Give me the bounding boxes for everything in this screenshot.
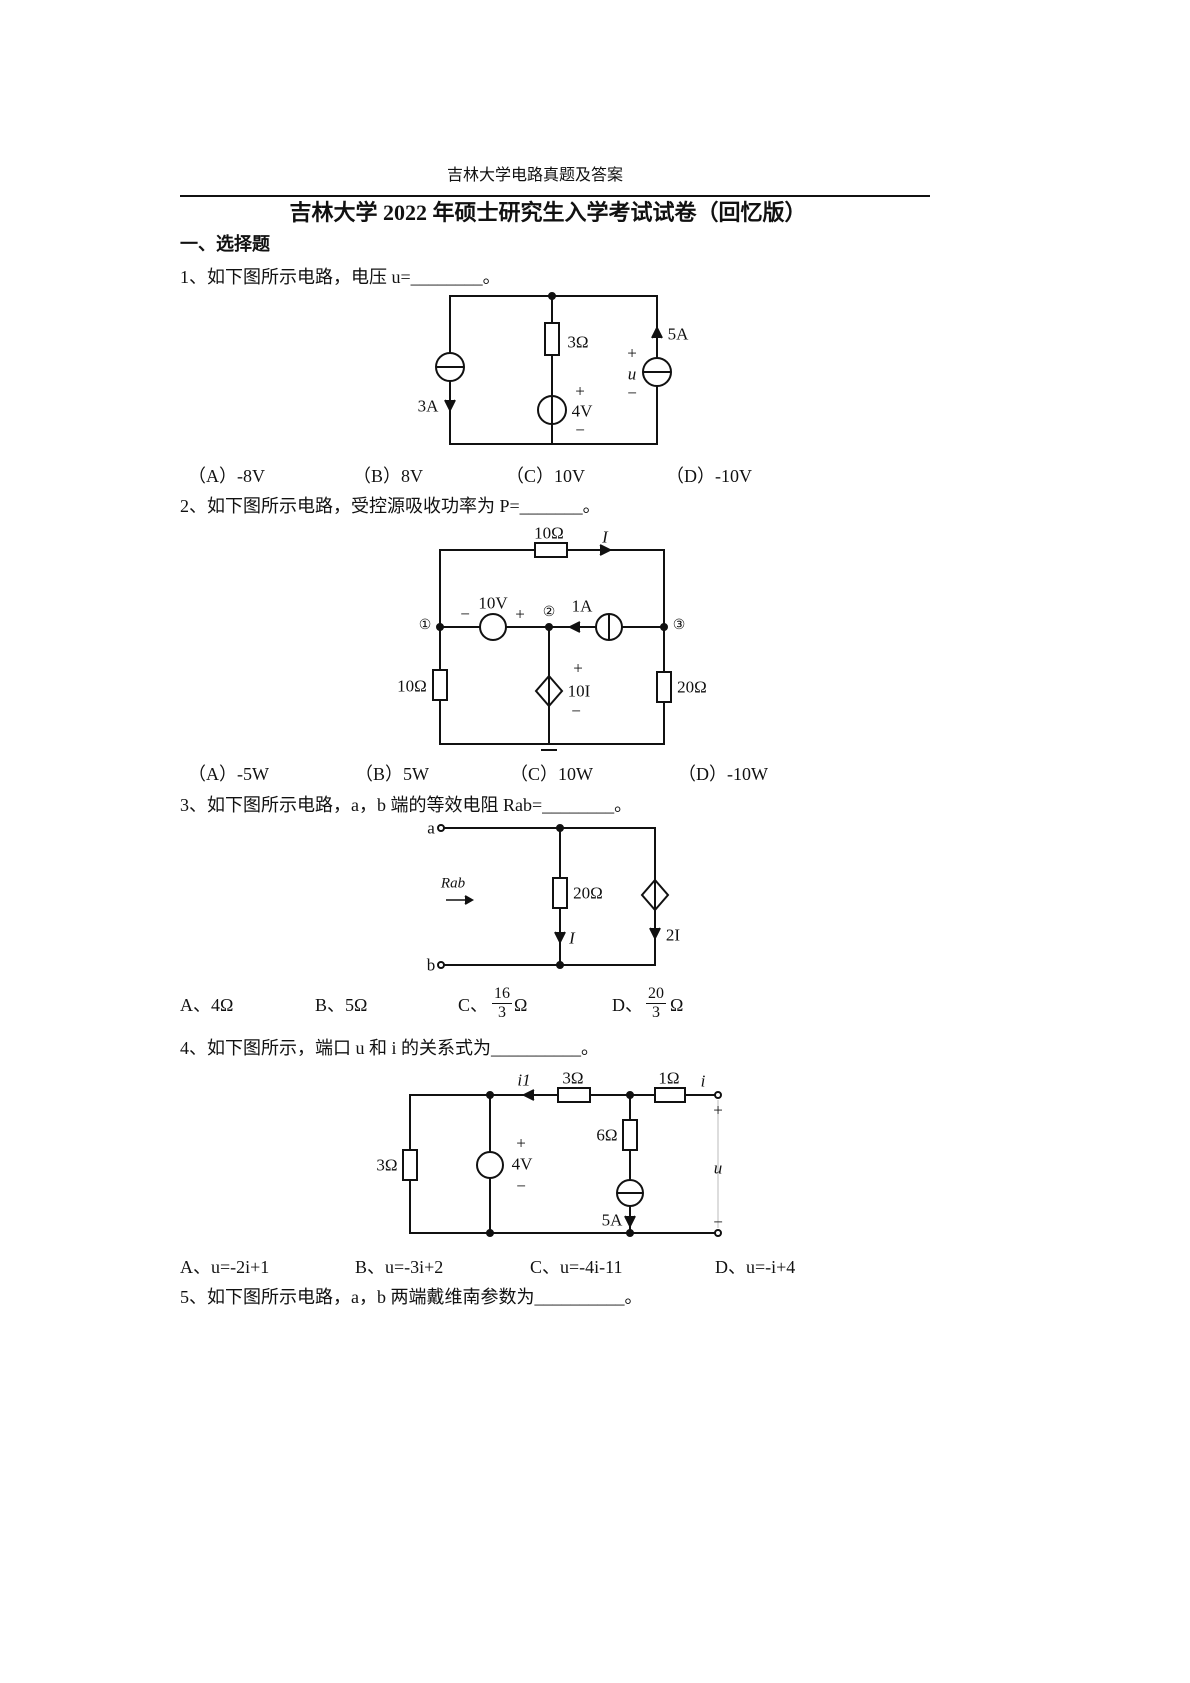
section-heading: 一、选择题 [180,234,270,254]
c2-current-i-label: I [602,527,608,547]
c3-current-i-label: I [569,928,575,948]
c2-voltage-label: 10V [478,593,508,613]
terminal-b-label: b [426,955,436,975]
q3-option-c: C、 [458,995,489,1015]
c2-left-resistor-label: 10Ω [397,676,427,696]
header-rule [180,195,930,197]
c4-u-minus: − [713,1212,723,1232]
question-1: 1、如下图所示电路，电压 u=________。 [180,267,501,287]
c4-i-label: i [700,1071,706,1091]
c4-v-minus: − [516,1176,526,1196]
circuit-4 [402,1087,722,1237]
c4-3ohm-top-label: 3Ω [562,1068,584,1088]
c1-u-label: u [627,364,637,384]
q2-option-c: （C）10W [510,764,593,784]
rab-label: Rab [440,875,466,892]
q1-option-b: （B）8V [353,466,424,486]
question-5: 5、如下图所示电路，a，b 两端戴维南参数为__________。 [180,1287,643,1307]
c3-dependent-source-label: 2I [665,925,681,945]
c1-u-plus: + [627,343,637,363]
c4-u-plus: + [713,1100,723,1120]
c2-right-resistor-label: 20Ω [677,677,707,697]
node-2-label: ② [542,605,556,620]
q1-option-a: （A）-8V [188,466,265,486]
q3-option-d: D、 [612,995,643,1015]
question-3: 3、如下图所示电路，a，b 端的等效电阻 Rab=________。 [180,795,633,815]
c1-v-minus: − [575,420,585,440]
c1-voltage-label: 4V [571,401,593,421]
circuit-3 [437,824,670,969]
c4-6ohm-label: 6Ω [596,1125,618,1145]
q3-option-a: A、4Ω [180,995,234,1015]
q3-option-d-unit: Ω [670,995,684,1015]
c4-current-source-label: 5A [601,1210,623,1230]
c1-u-minus: − [627,383,637,403]
q4-option-b: B、u=-3i+2 [355,1257,444,1277]
c4-i1-label: i1 [517,1070,531,1090]
c1-current-3a-label: 3A [417,396,439,416]
terminal-a-label: a [427,818,435,838]
exam-title: 吉林大学 2022 年硕士研究生入学考试试卷（回忆版） [289,200,807,225]
c2-top-resistor-label: 10Ω [534,523,564,543]
c4-3ohm-left-label: 3Ω [376,1155,398,1175]
q4-option-d: D、u=-i+4 [715,1257,796,1277]
c2-dep-minus: − [571,701,581,721]
node-1-label: ① [418,618,432,633]
c2-current-source-label: 1A [571,596,593,616]
q2-option-a: （A）-5W [188,764,269,784]
c2-v-plus: + [515,604,525,624]
c2-dep-plus: + [573,658,583,678]
c3-resistor-label: 20Ω [573,883,603,903]
page-header: 吉林大学电路真题及答案 [446,165,624,184]
q3-option-b: B、5Ω [315,995,368,1015]
c4-1ohm-label: 1Ω [658,1068,680,1088]
c4-u-label: u [713,1158,723,1178]
q1-option-d: （D）-10V [666,466,752,486]
c4-voltage-label: 4V [511,1154,533,1174]
q2-option-b: （B）5W [355,764,429,784]
node-3-label: ③ [672,618,686,633]
circuit-1 [435,292,672,445]
q2-option-d: （D）-10W [678,764,768,784]
q3-option-c-unit: Ω [514,995,528,1015]
c2-v-minus: − [460,604,470,624]
c1-resistor-label: 3Ω [567,332,589,352]
c2-dependent-source-label: 10I [567,681,591,701]
question-2: 2、如下图所示电路，受控源吸收功率为 P=_______。 [180,496,601,516]
q4-option-c: C、u=-4i-11 [530,1257,623,1277]
c4-v-plus: + [516,1133,526,1153]
question-4: 4、如下图所示，端口 u 和 i 的关系式为__________。 [180,1038,599,1058]
q4-option-a: A、u=-2i+1 [180,1257,270,1277]
c1-v-plus: + [575,381,585,401]
c1-current-5a-label: 5A [667,324,689,344]
q1-option-c: （C）10V [506,466,586,486]
circuit-2 [432,542,672,751]
